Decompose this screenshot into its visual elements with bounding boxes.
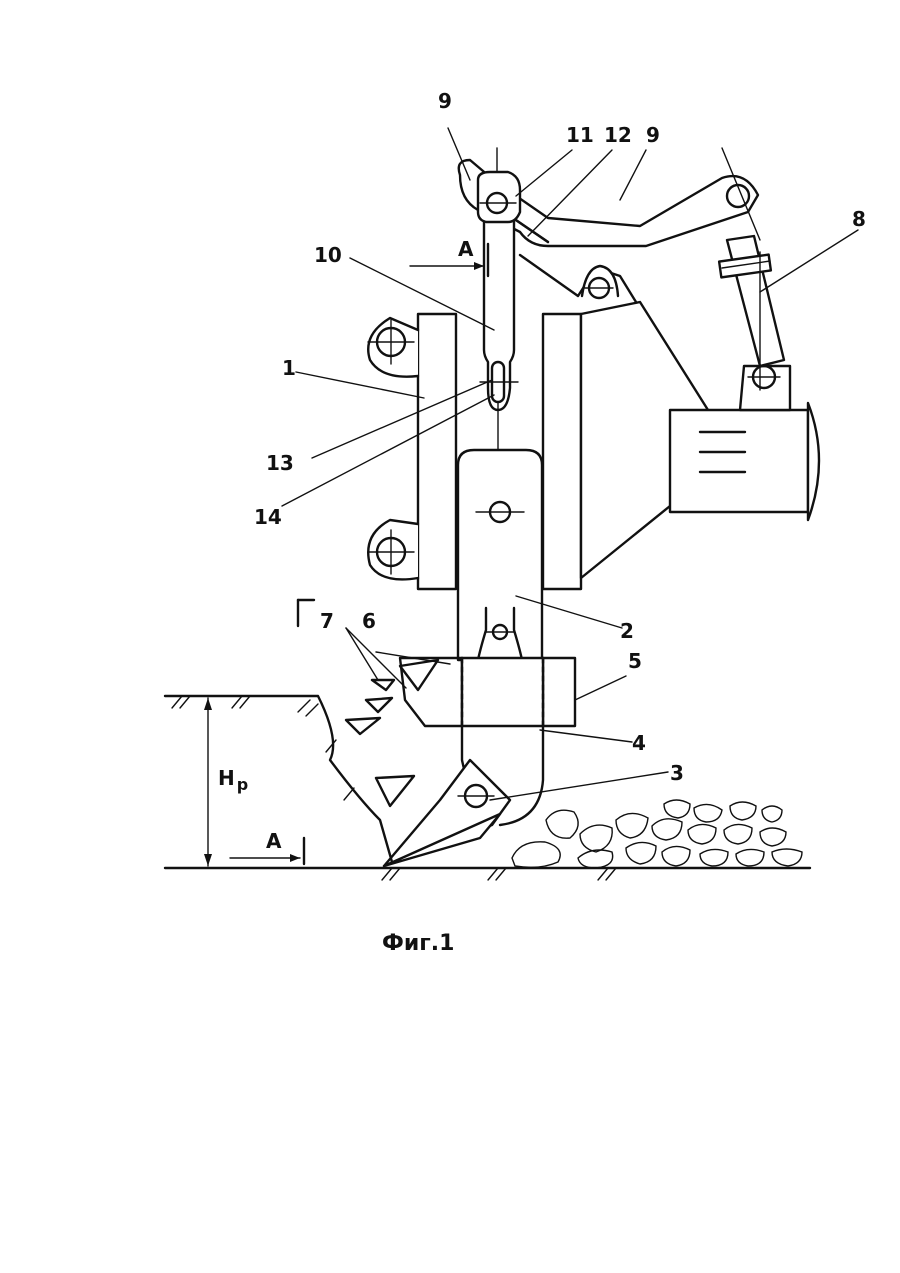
label-2: 2 — [620, 619, 634, 643]
label-section-a-top: A — [458, 237, 474, 261]
label-8: 8 — [852, 207, 866, 231]
label-14: 14 — [254, 505, 282, 529]
rock-pile — [512, 800, 802, 868]
dimensions — [204, 244, 488, 866]
label-section-a-bottom: A — [266, 829, 282, 853]
label-12: 12 — [604, 123, 632, 147]
plunger — [458, 450, 542, 660]
label-9-right: 9 — [646, 123, 660, 147]
label-9-left: 9 — [438, 89, 452, 113]
label-3: 3 — [670, 761, 684, 785]
label-11: 11 — [566, 123, 594, 147]
figure-caption: Фиг.1 — [382, 931, 454, 956]
label-7: 7 — [320, 609, 334, 633]
label-13: 13 — [266, 451, 294, 475]
label-5: 5 — [628, 649, 642, 673]
label-1: 1 — [282, 356, 296, 380]
label-10: 10 — [314, 243, 342, 267]
label-4: 4 — [632, 731, 646, 755]
housing — [368, 302, 819, 589]
label-6: 6 — [362, 609, 376, 633]
label-height: Hp — [218, 766, 248, 794]
